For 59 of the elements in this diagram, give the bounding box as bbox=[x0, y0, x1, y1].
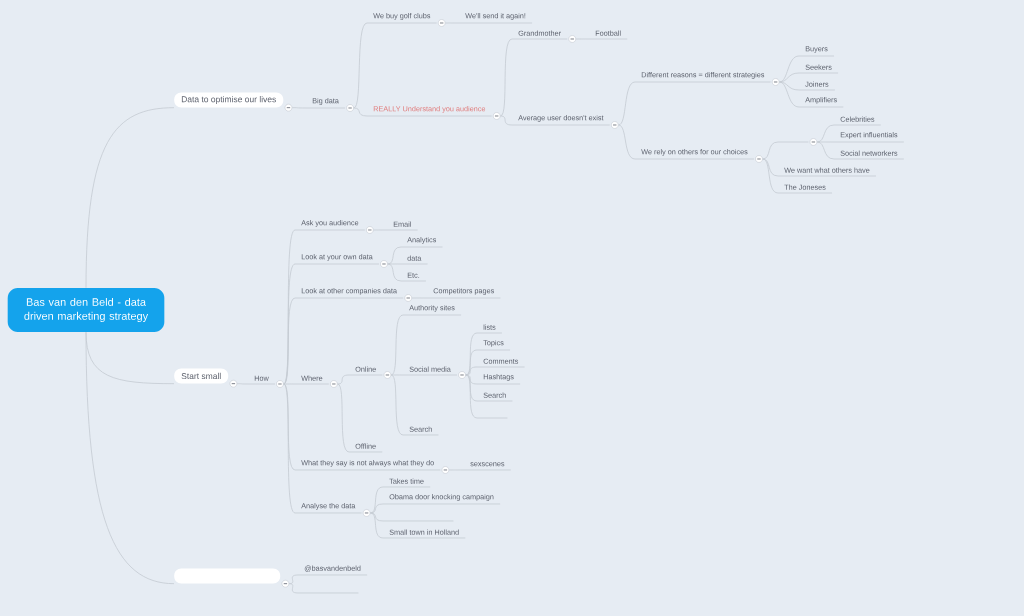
branch-line bbox=[283, 297, 296, 385]
branch-line bbox=[618, 81, 636, 126]
branch-line bbox=[390, 314, 404, 376]
branch-line bbox=[283, 383, 296, 471]
collapse-button bbox=[610, 121, 619, 129]
collapse-button bbox=[366, 226, 374, 234]
branch-line bbox=[337, 383, 350, 453]
collapse-button bbox=[276, 380, 284, 388]
branch-line bbox=[353, 22, 368, 109]
branch-line bbox=[618, 124, 636, 160]
branch-line bbox=[390, 374, 404, 436]
branch-line bbox=[779, 72, 800, 83]
collapse-button bbox=[380, 260, 388, 268]
branch-line bbox=[387, 246, 402, 265]
topic-pill bbox=[174, 568, 281, 584]
branch-line bbox=[762, 158, 779, 194]
branch-line bbox=[779, 55, 800, 83]
branch-line bbox=[85, 107, 175, 289]
branch-line bbox=[387, 263, 402, 282]
branch-line bbox=[500, 115, 513, 126]
collapse-button bbox=[441, 466, 450, 474]
collapse-button bbox=[458, 371, 466, 379]
branch-line bbox=[288, 583, 299, 594]
branch-line bbox=[465, 374, 478, 419]
branch-line bbox=[353, 107, 368, 117]
branch-line bbox=[465, 366, 478, 376]
collapse-button bbox=[437, 19, 446, 27]
branch-line bbox=[370, 486, 384, 514]
collapse-button bbox=[404, 294, 413, 302]
branch-line bbox=[370, 512, 384, 539]
branch-line bbox=[500, 38, 513, 117]
collapse-button bbox=[362, 509, 371, 517]
collapse-button bbox=[330, 380, 338, 388]
collapse-button bbox=[771, 78, 780, 86]
collapse-button bbox=[809, 138, 818, 146]
branch-line bbox=[370, 503, 384, 514]
collapse-button bbox=[281, 579, 290, 588]
branch-line bbox=[337, 374, 350, 385]
collapse-button bbox=[755, 155, 763, 163]
branch-line bbox=[779, 81, 800, 108]
topic-pill: Start small bbox=[174, 368, 229, 384]
collapse-button bbox=[229, 379, 238, 388]
branch-line bbox=[283, 229, 296, 385]
collapse-button bbox=[383, 371, 392, 379]
branch-line bbox=[762, 158, 779, 177]
branch-line bbox=[85, 331, 175, 585]
collapse-button bbox=[492, 112, 501, 120]
branch-line bbox=[283, 383, 296, 514]
collapse-button bbox=[568, 35, 577, 43]
branch-line bbox=[465, 332, 478, 376]
topic-pill: Data to optimise our lives bbox=[174, 92, 284, 108]
collapse-button bbox=[346, 104, 354, 112]
branch-line bbox=[762, 141, 779, 160]
collapse-button bbox=[284, 103, 293, 112]
branch-line bbox=[816, 141, 835, 160]
branch-line bbox=[370, 512, 384, 522]
central-topic: Bas van den Beld - data driven marketing strategy bbox=[7, 288, 165, 332]
branch-line bbox=[465, 349, 478, 376]
branch-line bbox=[465, 374, 478, 402]
